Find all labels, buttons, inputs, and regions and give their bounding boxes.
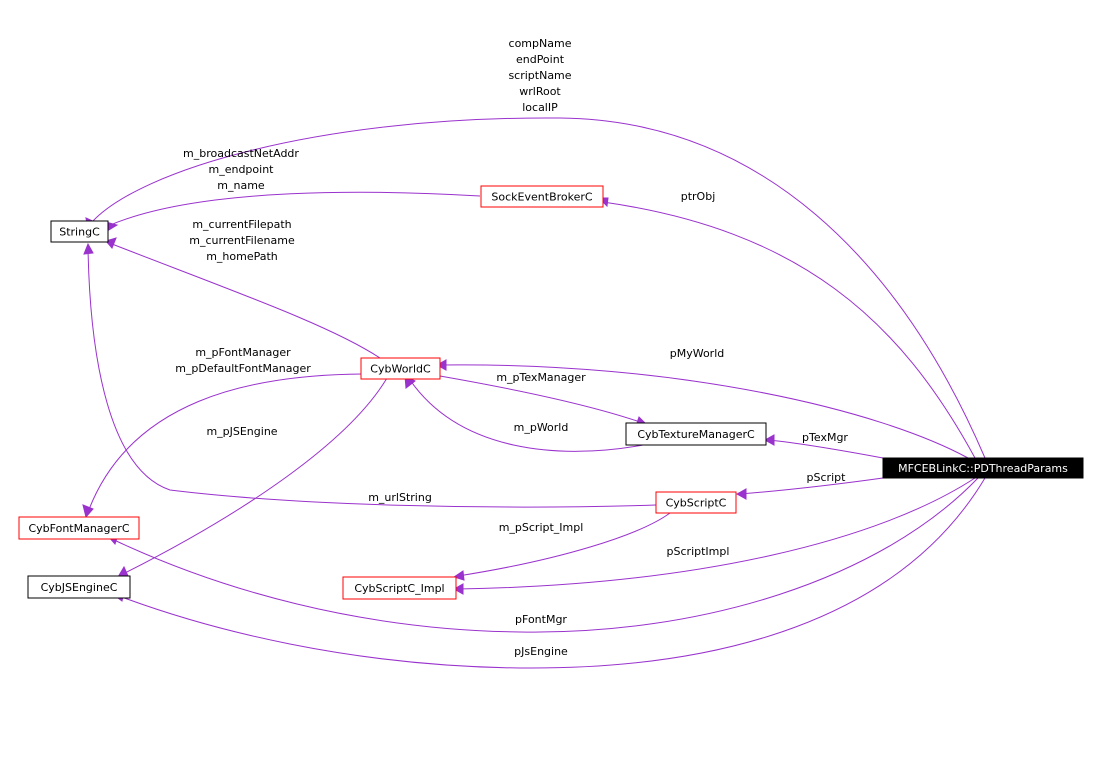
edge-labels: compName endPoint scriptName wrlRoot loc… — [175, 37, 848, 658]
edge-script-to-stringc — [87, 247, 657, 508]
edge-mfc-to-sock — [602, 201, 976, 459]
node-cybjsenginec[interactable]: CybJSEngineC — [27, 575, 131, 599]
node-cybscriptc-impl-box — [342, 576, 457, 600]
label-sock-to-stringc-2: m_name — [217, 179, 265, 192]
arrowhead-world-to-font — [82, 504, 94, 519]
edge-sock-to-stringc — [107, 191, 481, 227]
label-world-to-stringc-1: m_currentFilename — [189, 234, 295, 247]
label-sock-to-stringc-0: m_broadcastNetAddr — [183, 147, 299, 160]
nodes: StringC SockEventBrokerC CybWorldC CybTe… — [18, 185, 1084, 600]
node-sockeventbrokerc[interactable]: SockEventBrokerC — [480, 185, 604, 208]
label-mfc-to-impl: pScriptImpl — [667, 545, 730, 558]
arrowhead-mfc-to-impl — [452, 583, 464, 595]
node-cybfontmanagerc[interactable]: CybFontManagerC — [18, 516, 140, 540]
label-mfc-to-script: pScript — [807, 471, 847, 484]
label-script-to-stringc: m_urlString — [368, 491, 432, 504]
node-cybfontmanagerc-box — [18, 516, 140, 540]
node-mfceblinkc-box — [882, 457, 1084, 479]
edge-world-to-font — [87, 373, 363, 513]
edge-script-to-impl — [457, 512, 671, 577]
label-world-to-tex: m_pTexManager — [496, 371, 586, 384]
label-world-to-font-1: m_pDefaultFontManager — [175, 362, 311, 375]
edge-mfc-to-font — [111, 477, 979, 633]
label-world-to-stringc-0: m_currentFilepath — [192, 218, 291, 231]
node-cybfontmanagerc-label: CybFontManagerC — [28, 522, 129, 535]
node-cybworldc-label: CybWorldC — [370, 363, 431, 376]
edge-mfc-to-script — [739, 477, 884, 495]
label-mfc-to-js: pJsEngine — [514, 645, 568, 658]
node-cybscriptc[interactable]: CybScriptC — [655, 491, 737, 514]
node-mfceblinkc-label: MFCEBLinkC::PDThreadParams — [898, 462, 1068, 475]
edges — [82, 117, 986, 669]
node-mfceblinkc-pdthreadparams[interactable]: MFCEBLinkC::PDThreadParams — [882, 457, 1084, 479]
arrowhead-mfc-to-script — [735, 488, 747, 500]
label-mfc-to-stringc-3: wrlRoot — [519, 85, 561, 98]
node-stringc[interactable]: StringC — [50, 220, 109, 243]
label-mfc-to-tex: pTexMgr — [802, 431, 848, 444]
label-mfc-to-stringc-2: scriptName — [508, 69, 571, 82]
node-sockeventbrokerc-label: SockEventBrokerC — [491, 191, 592, 204]
node-cybscriptc-impl[interactable]: CybScriptC_Impl — [342, 576, 457, 600]
label-mfc-to-stringc-1: endPoint — [516, 53, 565, 66]
label-mfc-to-world: pMyWorld — [670, 347, 725, 360]
node-cybworldc[interactable]: CybWorldC — [360, 357, 441, 380]
node-sockeventbrokerc-box — [480, 185, 604, 208]
node-cybjsenginec-label: CybJSEngineC — [41, 581, 118, 594]
node-cybworldc-box — [360, 357, 441, 380]
node-cybscriptc-box — [655, 491, 737, 514]
label-mfc-to-stringc-4: localIP — [522, 101, 558, 114]
edge-mfc-to-world — [439, 364, 969, 459]
label-world-to-font-0: m_pFontManager — [195, 346, 291, 359]
node-cybtexturemanagerc-box — [625, 422, 767, 446]
edge-world-to-stringc — [111, 243, 381, 359]
edge-tex-to-world — [409, 379, 644, 452]
edge-world-to-js — [122, 377, 388, 575]
node-cybscriptc-label: CybScriptC — [666, 497, 727, 510]
edge-mfc-to-js — [118, 477, 986, 669]
arrowhead-mfc-to-tex — [763, 434, 775, 446]
arrowhead-mfc-to-world — [435, 359, 447, 371]
arrowhead-script-to-stringc — [83, 242, 94, 255]
edge-mfc-to-stringc — [91, 117, 986, 459]
node-cybtexturemanagerc-label: CybTextureManagerC — [637, 428, 755, 441]
label-script-to-impl: m_pScript_Impl — [499, 521, 584, 534]
label-world-to-stringc-2: m_homePath — [206, 250, 278, 263]
label-world-to-js: m_pJSEngine — [206, 425, 277, 438]
label-mfc-to-font: pFontMgr — [515, 613, 567, 626]
node-cybtexturemanagerc[interactable]: CybTextureManagerC — [625, 422, 767, 446]
label-mfc-to-stringc-0: compName — [509, 37, 572, 50]
edge-mfc-to-impl — [457, 477, 976, 590]
node-stringc-label: StringC — [59, 226, 100, 239]
node-cybjsenginec-box — [27, 575, 131, 599]
label-mfc-to-sock: ptrObj — [681, 190, 716, 203]
node-cybscriptc-impl-label: CybScriptC_Impl — [354, 582, 444, 595]
node-stringc-box — [50, 220, 109, 243]
label-sock-to-stringc-1: m_endpoint — [209, 163, 275, 176]
edge-world-to-tex — [439, 375, 641, 423]
edge-mfc-to-tex — [767, 439, 884, 459]
label-tex-to-world: m_pWorld — [514, 421, 569, 434]
